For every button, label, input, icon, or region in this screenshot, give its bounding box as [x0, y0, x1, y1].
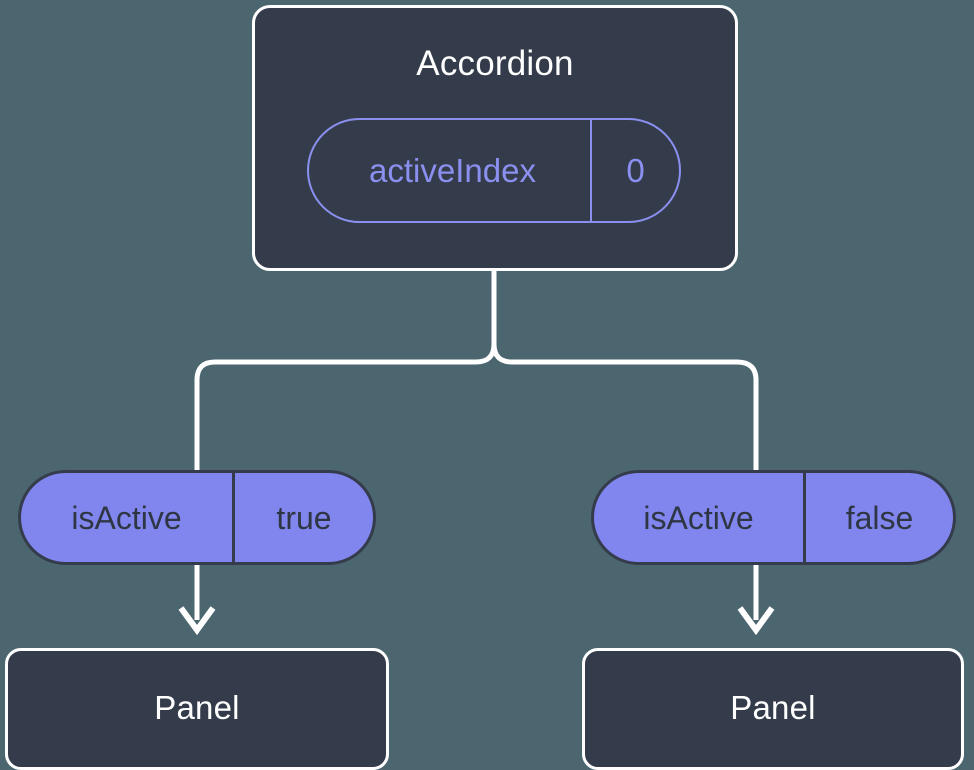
prop-pill-is-active-false-key: isActive [643, 499, 754, 536]
connector-left-branch [194, 271, 497, 470]
arrow-left-head-icon [178, 606, 216, 636]
prop-pill-is-active-false-value: false [803, 473, 953, 562]
panel-component-box-right[interactable]: Panel [582, 648, 964, 770]
state-pill-active-index[interactable]: activeIndex 0 [307, 118, 681, 223]
prop-pill-is-active-true[interactable]: isActive true [18, 470, 376, 565]
state-pill-active-index-key: activeIndex [369, 152, 536, 189]
arrow-right-head-icon [737, 606, 775, 636]
state-pill-active-index-value: 0 [590, 120, 679, 221]
panel-right-title: Panel [730, 689, 816, 726]
connector-right-branch [491, 271, 759, 470]
panel-component-box-left[interactable]: Panel [5, 648, 389, 770]
prop-pill-is-active-true-value: true [232, 473, 373, 562]
prop-pill-is-active-false[interactable]: isActive false [591, 470, 956, 565]
panel-left-title: Panel [154, 689, 240, 726]
prop-pill-is-active-true-key: isActive [71, 499, 182, 536]
accordion-title: Accordion [416, 44, 574, 83]
